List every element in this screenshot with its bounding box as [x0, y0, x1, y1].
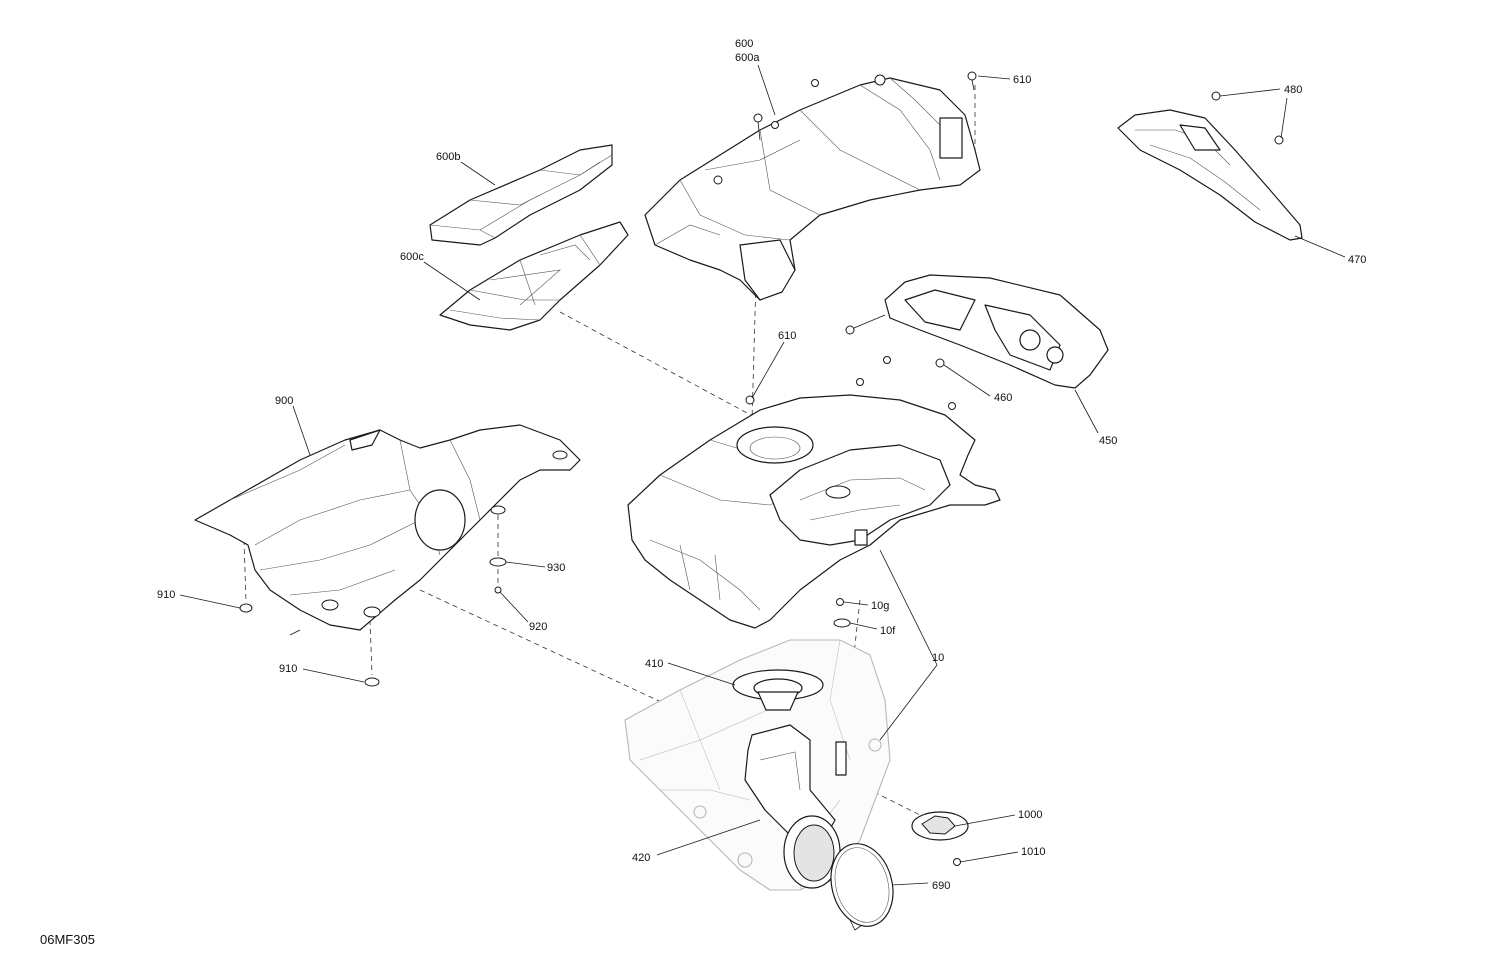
airbox-body-10: [627, 394, 1001, 629]
callout-410: 410: [645, 658, 663, 670]
fastener-610-top: [967, 71, 977, 91]
clamp-690: [830, 843, 894, 931]
filter-pad-600b: [429, 144, 613, 246]
intake-funnel-410: [732, 669, 824, 711]
callout-930: 930: [547, 562, 565, 574]
callout-labels: 600 600a 610 480 470 600b 600c 610 460 4…: [157, 38, 1366, 892]
callout-600c: 600c: [400, 251, 424, 263]
fastener-460: [845, 314, 945, 368]
filter-cage-600c: [439, 221, 629, 331]
callout-600a: 600a: [735, 52, 760, 64]
heat-shield-900: [194, 424, 581, 631]
callout-610-top: 610: [1013, 74, 1031, 86]
callout-10g: 10g: [871, 600, 889, 612]
callout-470: 470: [1348, 254, 1366, 266]
drain-cap-1000: [911, 811, 969, 841]
callout-480: 480: [1284, 84, 1302, 96]
intake-duct-600: [644, 74, 981, 301]
airbox-intake-opening: [736, 426, 814, 464]
callout-420: 420: [632, 852, 650, 864]
callout-1000: 1000: [1018, 809, 1042, 821]
callout-460: 460: [994, 392, 1012, 404]
callout-920: 920: [529, 621, 547, 633]
callout-1010: 1010: [1021, 846, 1045, 858]
callout-690: 690: [932, 880, 950, 892]
callout-450: 450: [1099, 435, 1117, 447]
leader-lines: [179, 64, 1346, 886]
callout-600b: 600b: [436, 151, 460, 163]
callout-610-mid: 610: [778, 330, 796, 342]
callout-10: 10: [932, 652, 944, 664]
callout-900: 900: [275, 395, 293, 407]
callout-910-a: 910: [157, 589, 175, 601]
fasteners-10f-10g: [833, 598, 851, 776]
callout-600: 600: [735, 38, 753, 50]
diagram-reference-code: 06MF305: [40, 932, 95, 947]
fastener-extra-top: [771, 79, 819, 129]
duct-outlet-block: [939, 117, 963, 159]
side-panel-470: [1117, 109, 1303, 241]
intake-tube-420: [744, 724, 841, 889]
heat-shield-dome: [414, 489, 466, 551]
fastener-600-screw: [753, 113, 763, 141]
callout-910-b: 910: [279, 663, 297, 675]
side-cover-450: [884, 274, 1109, 389]
callout-10f: 10f: [880, 625, 896, 637]
fasteners-610-mid: [745, 356, 956, 410]
screw-1010: [953, 858, 961, 866]
